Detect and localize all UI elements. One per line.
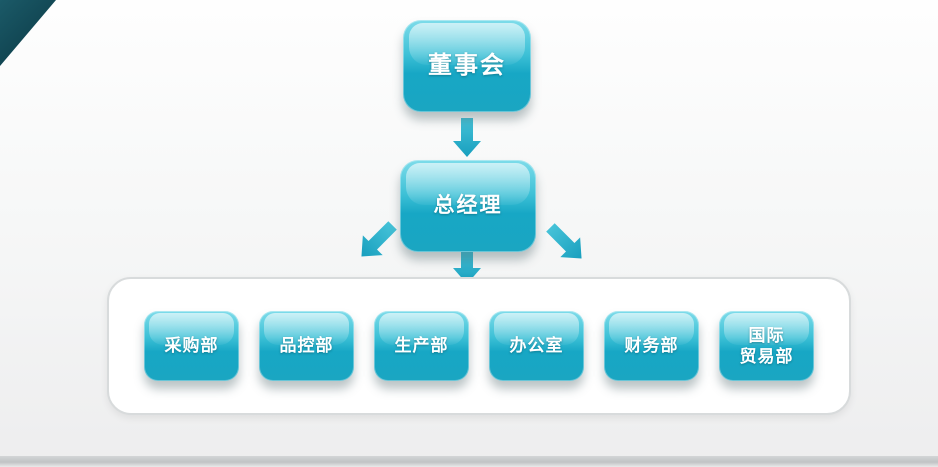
arrow-manager-to-depts-left: [361, 221, 397, 257]
arrow-board-to-manager: [453, 118, 481, 157]
org-node-board-label: 董事会: [428, 52, 506, 79]
departments-container: 采购部 品控部 生产部 办公室 财务部 国际 贸易部: [107, 277, 851, 415]
dept-node-label: 品控部: [279, 336, 334, 356]
org-node-general-manager-label: 总经理: [433, 193, 503, 217]
dept-node-label: 采购部: [164, 336, 219, 356]
corner-decoration: [0, 0, 56, 66]
dept-node-label: 财务部: [624, 336, 679, 356]
dept-node-quality-control: 品控部: [259, 311, 354, 381]
org-node-general-manager: 总经理: [400, 160, 536, 252]
org-node-board: 董事会: [403, 20, 531, 112]
dept-node-label: 生产部: [394, 336, 449, 356]
dept-node-international-trade: 国际 贸易部: [719, 311, 814, 381]
dept-node-purchasing: 采购部: [144, 311, 239, 381]
dept-node-label: 国际 贸易部: [739, 325, 794, 366]
arrow-manager-to-depts-right: [546, 223, 582, 259]
dept-node-production: 生产部: [374, 311, 469, 381]
dept-node-office: 办公室: [489, 311, 584, 381]
bottom-edge-strip: [0, 456, 938, 467]
dept-node-finance: 财务部: [604, 311, 699, 381]
dept-node-label: 办公室: [509, 336, 564, 356]
